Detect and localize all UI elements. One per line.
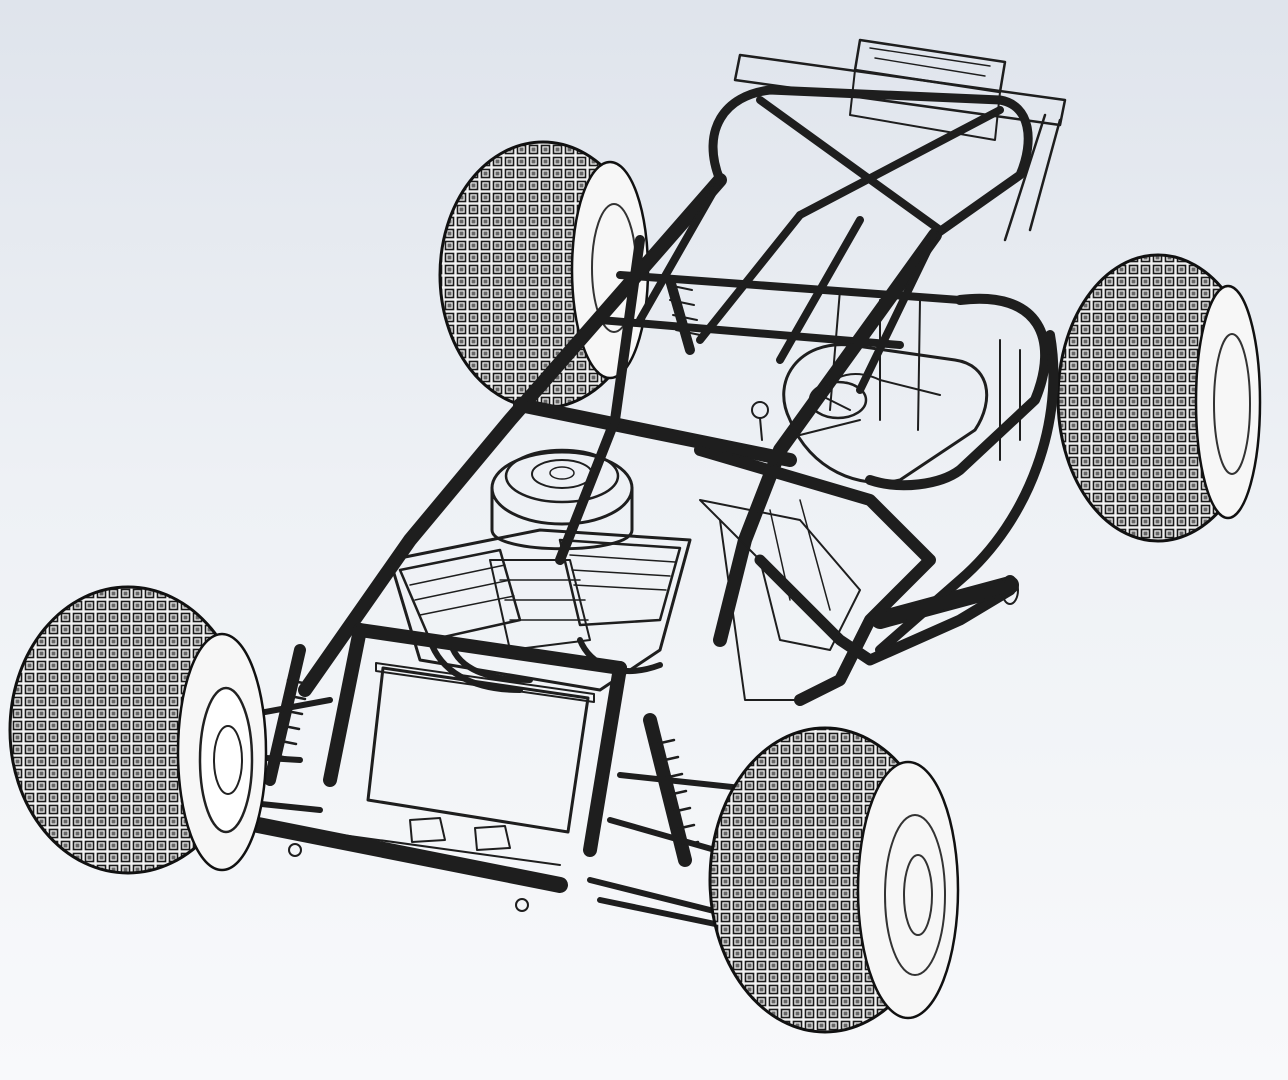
front-clip: [250, 623, 627, 893]
roll-cage[interactable]: [298, 38, 1067, 706]
engine[interactable]: [388, 528, 692, 693]
air-cleaner[interactable]: [490, 448, 634, 551]
right-door-bars: [865, 293, 1059, 655]
front-right-tire[interactable]: [708, 726, 960, 1034]
seat: [782, 289, 989, 484]
radiator[interactable]: [366, 662, 595, 834]
nose-brackets: [288, 817, 529, 912]
rear-right-tire[interactable]: [1056, 253, 1262, 543]
suspension[interactable]: [212, 644, 763, 928]
left-top-rail: [298, 173, 727, 697]
front-left-tire[interactable]: [8, 585, 268, 875]
